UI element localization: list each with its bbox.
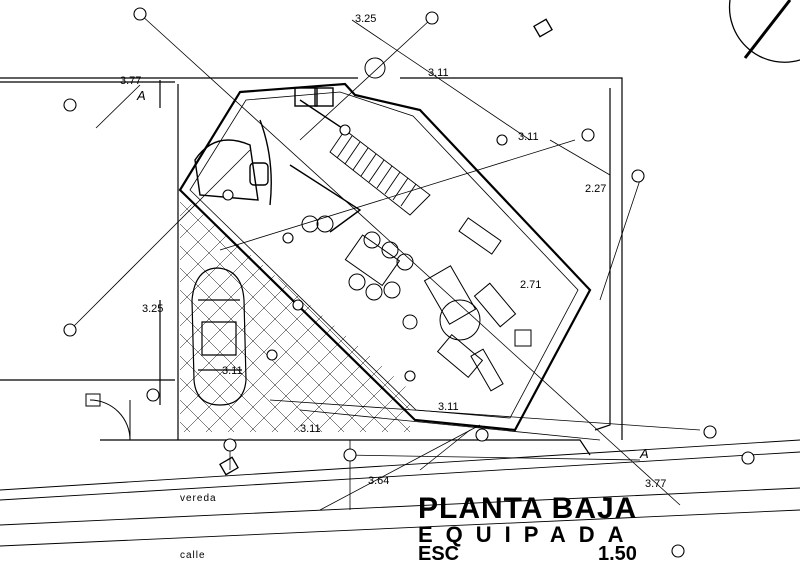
section-marker-left: A: [136, 88, 146, 103]
dimension-left-top: 3.77: [120, 75, 141, 87]
dimension-lines: [69, 13, 701, 511]
drawing-title: PLANTA BAJA: [418, 492, 637, 525]
dimension-bottom-mid: 3.11: [438, 401, 459, 413]
interior-walls: [194, 87, 362, 233]
axis-markers: [63, 7, 755, 558]
dimension-top: 3.25: [355, 13, 376, 25]
site-boundary: [0, 77, 623, 456]
door-swings: [85, 57, 386, 441]
street-lines: [0, 439, 800, 547]
dimension-top-right: 3.11: [428, 67, 449, 79]
street-label: calle: [180, 550, 206, 561]
dimension-car: 3.11: [222, 365, 243, 377]
dimension-right: 2.27: [585, 183, 606, 195]
dining-set: [301, 215, 414, 301]
dimension-bottom-right: 3.77: [645, 478, 666, 490]
drawing-subtitle: EQUIPADA: [418, 522, 637, 547]
dimension-right-mid: 3.11: [518, 131, 539, 143]
section-marker-right: A: [639, 446, 649, 461]
living-furniture: [402, 217, 532, 392]
house-footprint: [178, 82, 592, 432]
section-cut-markers: [219, 18, 553, 476]
stair: [329, 129, 431, 216]
dimension-bottom-left: 3.11: [300, 423, 321, 435]
sidewalk-label: vereda: [180, 493, 217, 504]
north-arrow: [728, 0, 800, 63]
scale-label: ESC: [418, 543, 459, 562]
car: [191, 267, 247, 406]
dimension-center: 2.71: [520, 279, 541, 291]
dimension-bottom: 3.64: [368, 475, 389, 487]
garage-floor-hatch: [180, 195, 410, 432]
dimension-left: 3.25: [142, 303, 163, 315]
scale-value: 1.50: [598, 543, 637, 562]
